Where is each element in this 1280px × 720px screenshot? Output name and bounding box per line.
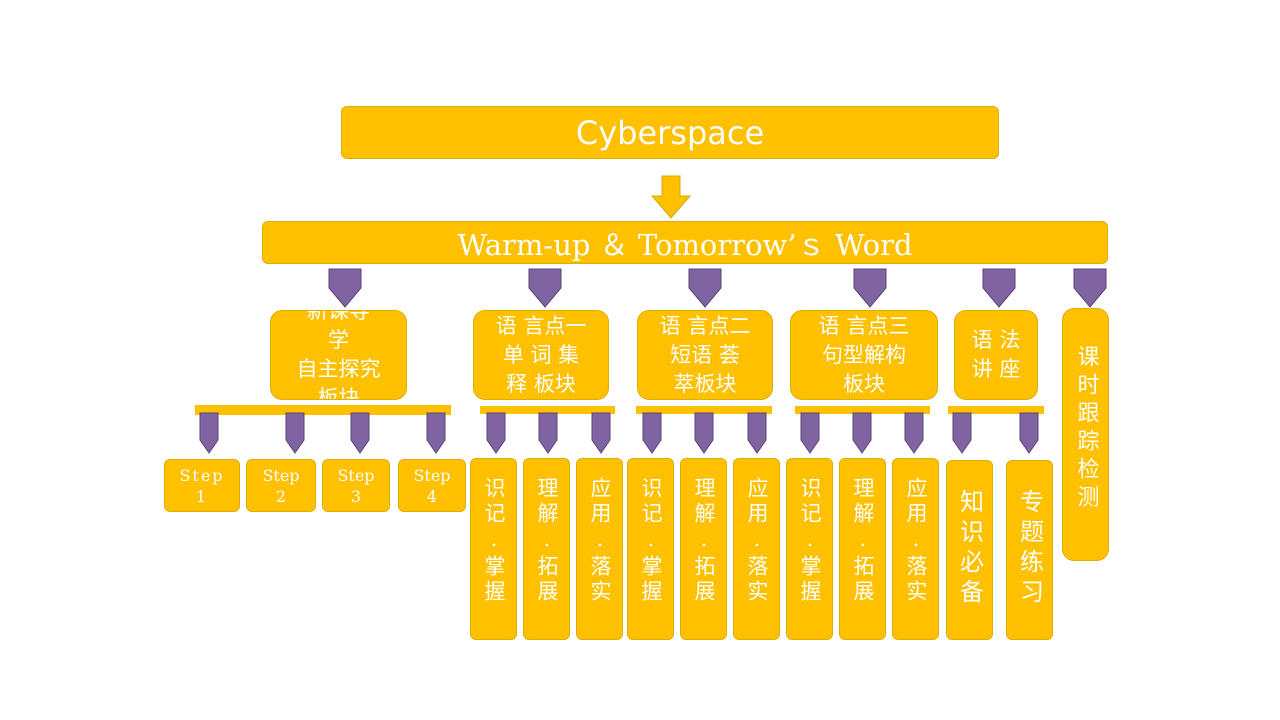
leaf-label: 识记.掌握 (482, 477, 506, 605)
leaf-box: 识记.掌握 (786, 458, 833, 640)
horizontal-connector-bar (195, 405, 451, 415)
pentagon-connector-icon (538, 412, 558, 454)
pentagon-connector-icon (1073, 268, 1107, 308)
pentagon-connector-icon (328, 268, 362, 308)
subtitle-box: Warm-up ＆ Tomorrow’ｓ Word (262, 221, 1108, 264)
step-label: Step 4 (413, 465, 451, 506)
leaf-label: 理解.拓展 (692, 477, 716, 605)
pentagon-connector-icon (285, 412, 305, 454)
pentagon-connector-icon (591, 412, 611, 454)
pentagon-connector-icon (982, 268, 1016, 308)
pentagon-connector-icon (853, 268, 887, 308)
step-box: Step 4 (398, 459, 466, 512)
section-box-tracking-test: 课时跟踪检测 (1062, 308, 1109, 561)
leaf-box: 识记.掌握 (627, 458, 674, 640)
down-arrow-icon (650, 175, 692, 219)
section-label: 语 言点二 短语 荟 萃板块 (659, 313, 751, 396)
leaf-label: 应用.落实 (588, 477, 612, 605)
leaf-box: 理解.拓展 (839, 458, 886, 640)
step-box: Step 1 (164, 459, 240, 512)
section-box-new-lesson: 新课导 学 自主探究 板块 (270, 310, 407, 400)
leaf-label: 理解.拓展 (535, 477, 559, 605)
leaf-box: 知识必备 (946, 460, 993, 640)
pentagon-connector-icon (1019, 412, 1039, 454)
pentagon-connector-icon (350, 412, 370, 454)
step-label: Step 3 (337, 465, 375, 506)
leaf-box: 理解.拓展 (523, 458, 570, 640)
leaf-label: 识记.掌握 (798, 477, 822, 605)
pentagon-connector-icon (426, 412, 446, 454)
leaf-box: 理解.拓展 (680, 458, 727, 640)
pentagon-connector-icon (199, 412, 219, 454)
pentagon-connector-icon (904, 412, 924, 454)
leaf-label: 识记.掌握 (639, 477, 663, 605)
section-box-language-point-1: 语 言点一 单 词 集 释 板块 (473, 310, 609, 400)
leaf-box: 识记.掌握 (470, 458, 517, 640)
pentagon-connector-icon (486, 412, 506, 454)
leaf-label: 应用.落实 (745, 477, 769, 605)
horizontal-connector-bar (480, 406, 615, 414)
pentagon-connector-icon (747, 412, 767, 454)
section-box-language-point-3: 语 言点三 句型解构 板块 (790, 310, 938, 400)
section-label: 语 言点三 句型解构 板块 (818, 313, 910, 396)
pentagon-connector-icon (688, 268, 722, 308)
pentagon-connector-icon (642, 412, 662, 454)
title-box: Cyberspace (341, 106, 999, 159)
horizontal-connector-bar (795, 406, 930, 414)
title-text: Cyberspace (575, 113, 765, 152)
leaf-label: 知识必备 (955, 489, 984, 609)
horizontal-connector-bar (948, 406, 1044, 414)
leaf-box: 应用.落实 (576, 458, 623, 640)
section-box-language-point-2: 语 言点二 短语 荟 萃板块 (637, 310, 773, 400)
pentagon-connector-icon (694, 412, 714, 454)
leaf-label: 专题练习 (1015, 489, 1044, 609)
leaf-label: 应用.落实 (904, 477, 928, 605)
pentagon-connector-icon (852, 412, 872, 454)
section-label: 语 言点一 单 词 集 释 板块 (495, 313, 587, 396)
leaf-label: 理解.拓展 (851, 477, 875, 605)
pentagon-connector-icon (528, 268, 562, 308)
pentagon-connector-icon (800, 412, 820, 454)
leaf-box: 专题练习 (1006, 460, 1053, 640)
pentagon-connector-icon (952, 412, 972, 454)
section-label: 语 法 讲 座 (971, 328, 1021, 381)
subtitle-text: Warm-up ＆ Tomorrow’ｓ Word (457, 227, 913, 262)
section-label: 课时跟踪检测 (1073, 345, 1099, 513)
leaf-box: 应用.落实 (733, 458, 780, 640)
horizontal-connector-bar (636, 406, 772, 414)
step-label: Step 1 (179, 465, 225, 506)
step-box: Step 2 (246, 459, 316, 512)
section-box-grammar: 语 法 讲 座 (954, 310, 1038, 400)
leaf-box: 应用.落实 (892, 458, 939, 640)
step-label: Step 2 (262, 465, 300, 506)
section-label: 新课导 学 自主探究 板块 (296, 310, 381, 400)
step-box: Step 3 (322, 459, 390, 512)
